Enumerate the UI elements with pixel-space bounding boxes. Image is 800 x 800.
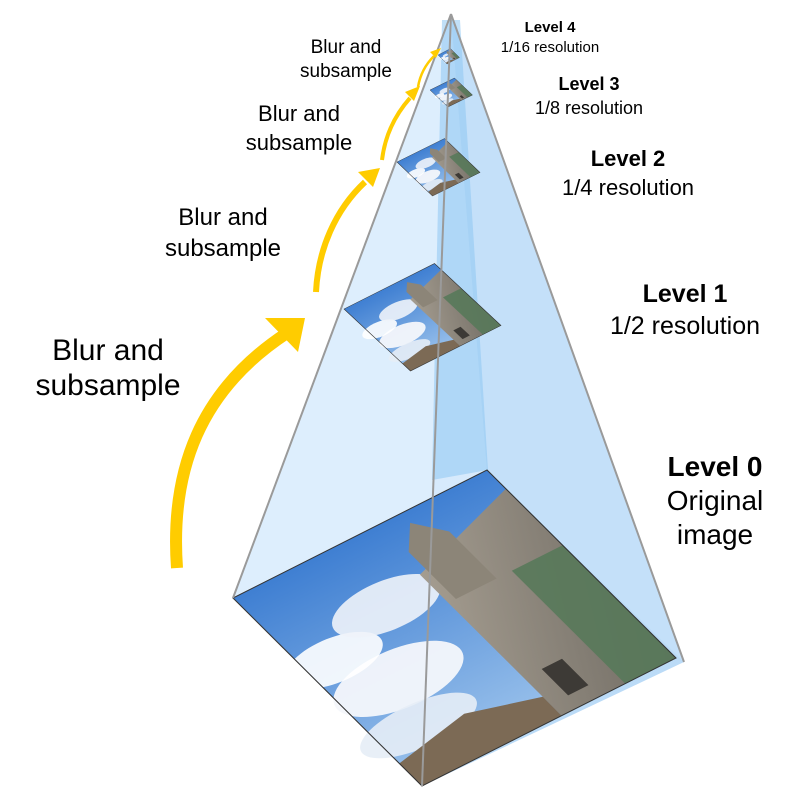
step-1-line2: subsample [35, 369, 180, 402]
level-1-caption: 1/2 resolution [610, 312, 760, 340]
arrow-level1-to-level2 [313, 179, 368, 293]
step-3-line1: Blur and [258, 101, 340, 126]
arrow-level3-to-level4 [416, 55, 435, 88]
level-3-image [428, 77, 473, 108]
level-3-caption: 1/8 resolution [535, 98, 643, 118]
step-4-line2: subsample [300, 61, 392, 82]
level-2-caption: 1/4 resolution [562, 175, 694, 200]
level-2-label: Level 2 1/4 resolution [562, 146, 694, 200]
level-2-image [393, 138, 481, 198]
step-4-line1: Blur and [311, 37, 382, 58]
level-0-caption-line2: image [677, 519, 753, 550]
level-1-name: Level 1 [643, 280, 728, 308]
level-3-name: Level 3 [558, 74, 619, 94]
pyramid-edges [232, 13, 685, 787]
level-4-image [437, 48, 460, 65]
step-2-line2: subsample [165, 235, 281, 262]
level-4-caption: 1/16 resolution [501, 39, 599, 56]
arrow-level0-to-level1 [170, 327, 291, 569]
level-0-label: Level 0 Original image [667, 451, 763, 550]
step-4-label: Blur and subsample [300, 37, 392, 82]
step-3-line2: subsample [246, 130, 352, 155]
step-2-label: Blur and subsample [165, 204, 281, 262]
level-0-image [212, 469, 677, 797]
level-0-caption-line1: Original [667, 485, 763, 516]
arrows [170, 48, 441, 569]
level-4-name: Level 4 [525, 19, 577, 36]
level-0-name: Level 0 [668, 451, 763, 482]
step-1-line1: Blur and [52, 334, 164, 367]
level-4-label: Level 4 1/16 resolution [501, 19, 599, 56]
level-3-label: Level 3 1/8 resolution [535, 74, 643, 118]
level-2-name: Level 2 [591, 146, 666, 171]
level-1-image [336, 263, 502, 375]
step-1-label: Blur and subsample [35, 334, 180, 402]
step-3-label: Blur and subsample [246, 101, 352, 155]
step-2-line1: Blur and [178, 204, 267, 231]
arrow-level2-to-level3 [380, 96, 412, 161]
level-1-label: Level 1 1/2 resolution [610, 280, 760, 340]
